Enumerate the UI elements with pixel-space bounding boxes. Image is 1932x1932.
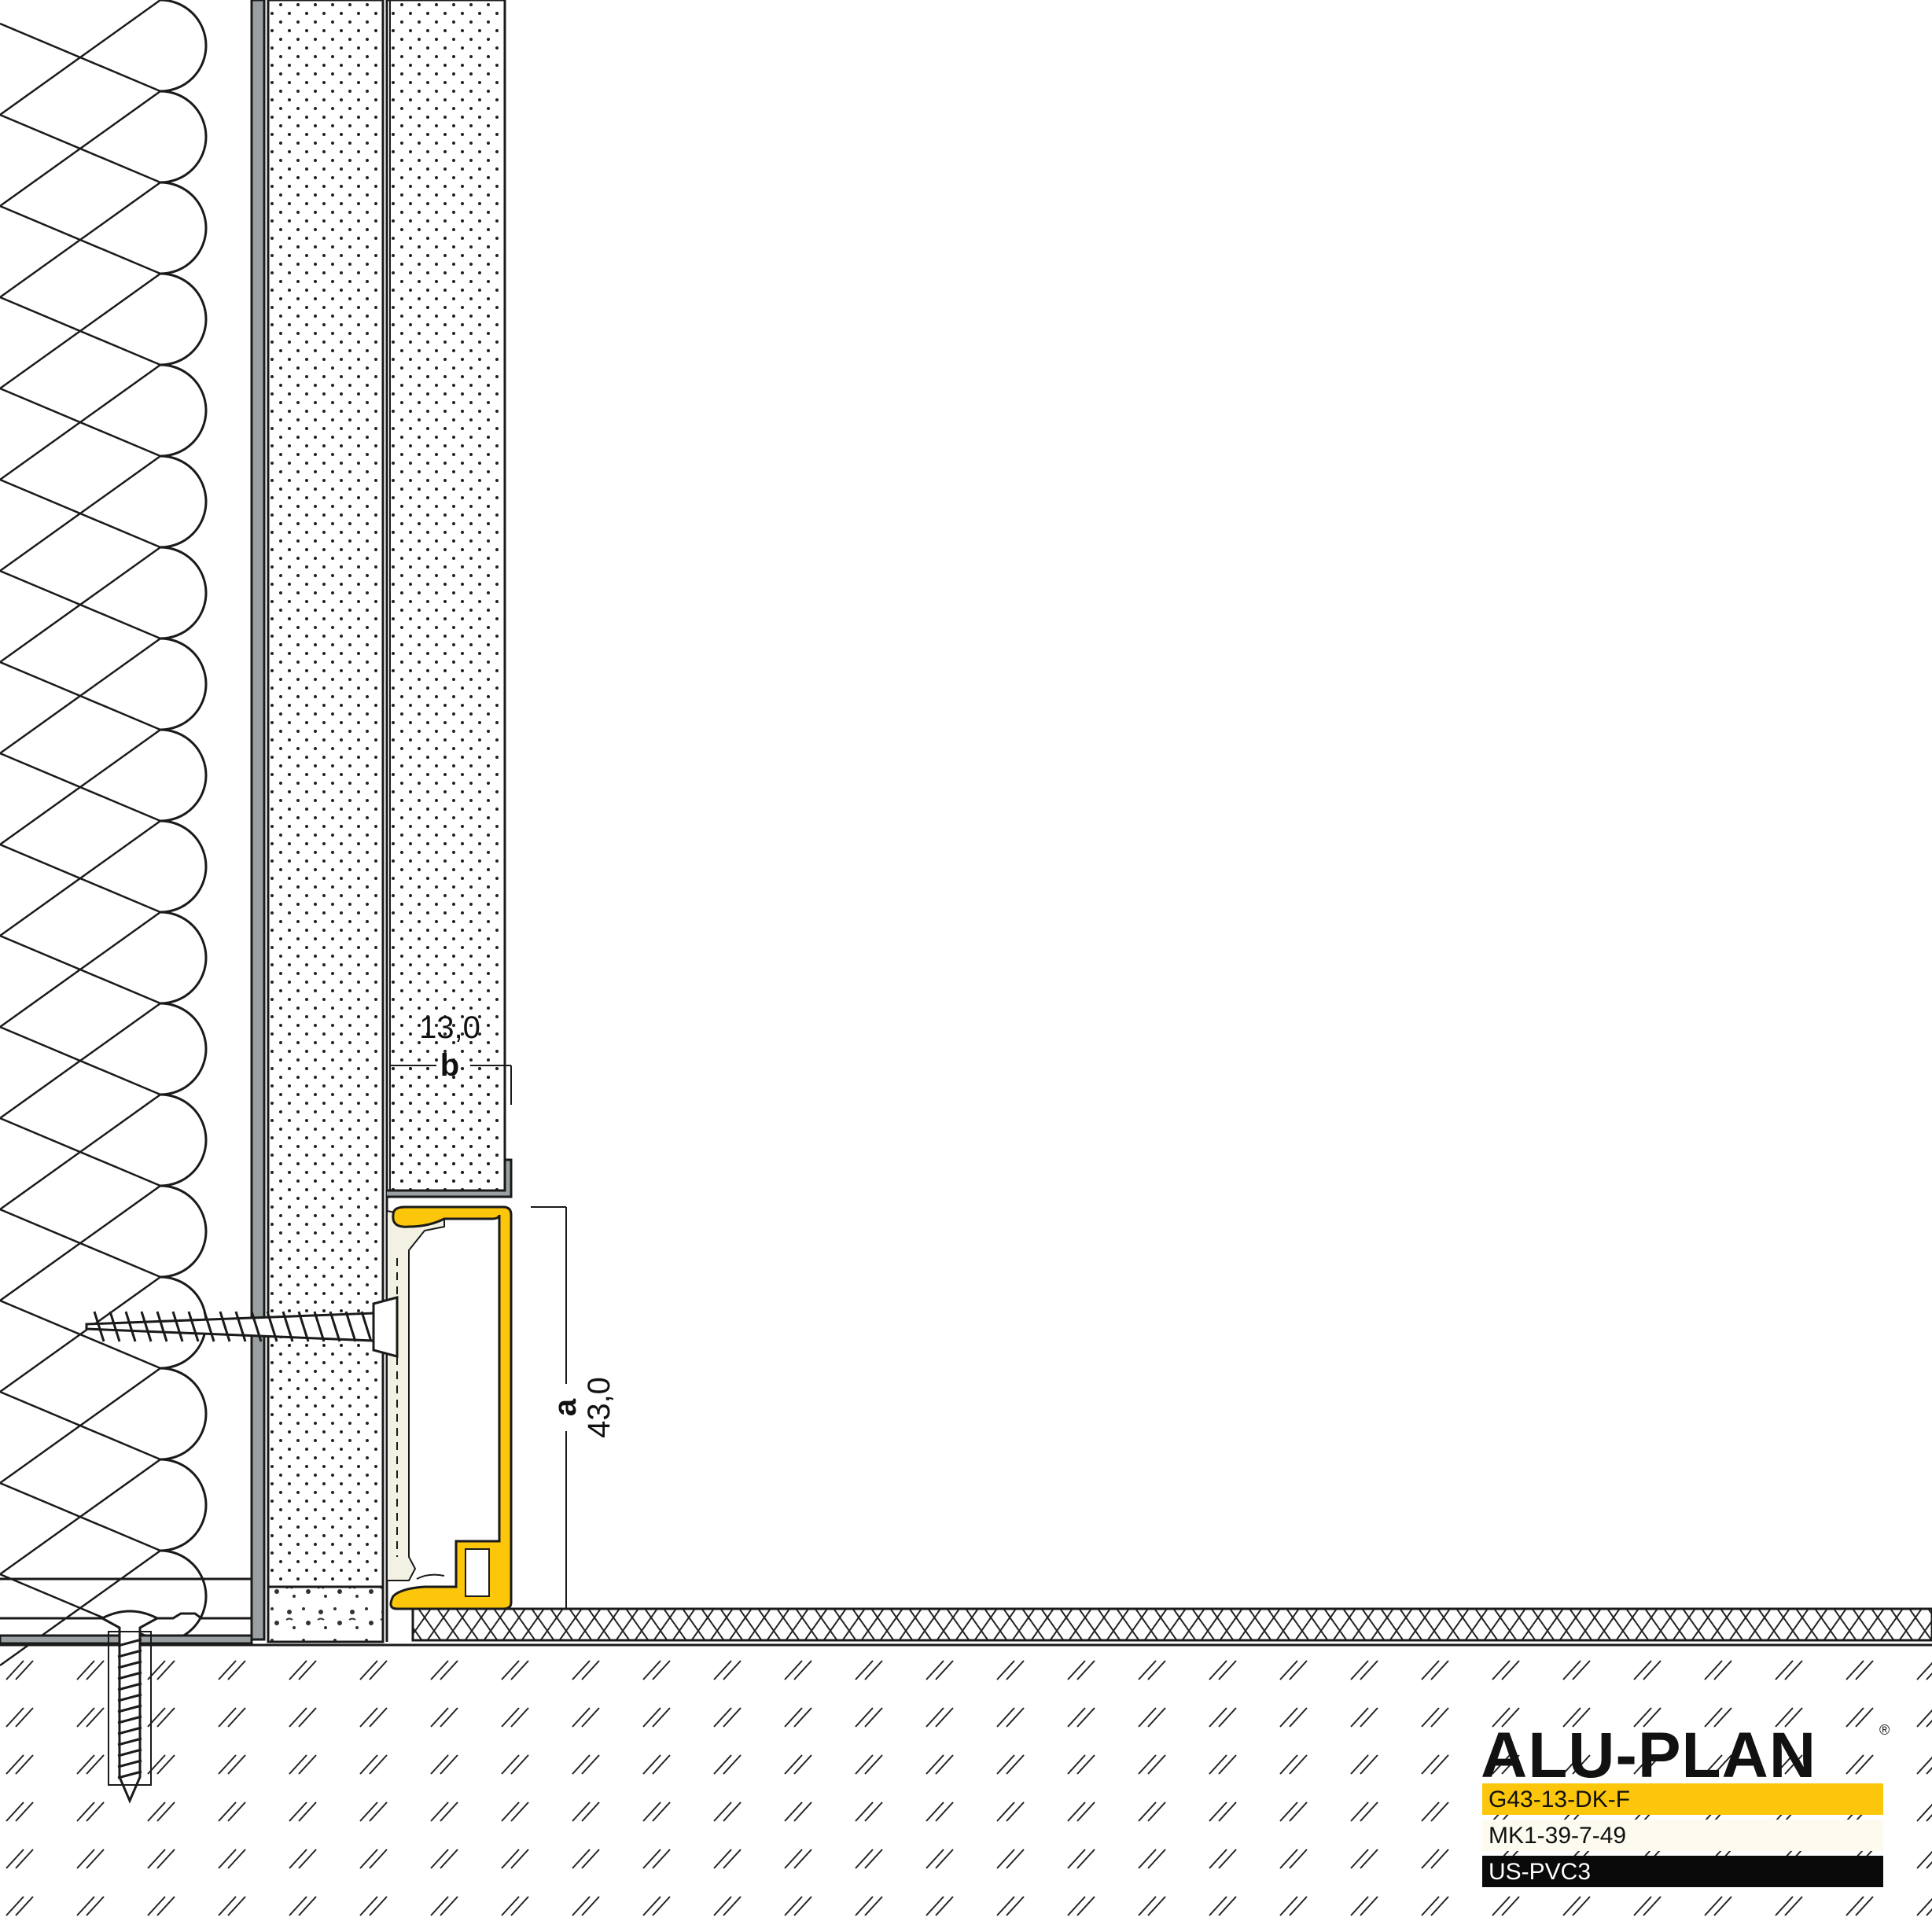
insulation-loop [160,819,208,914]
mineral-wool-insulation [0,0,252,1667]
insulation-line [0,1002,161,1120]
insulation-line [0,90,161,208]
brand-logo: ALU-PLAN ® [1481,1720,1890,1791]
anchor-rib [117,1704,142,1713]
anchor-rib [117,1715,142,1724]
product-code-label: MK1-39-7-49 [1489,1823,1626,1849]
insulation-loop [160,181,208,275]
product-code-label: G43-13-DK-F [1489,1787,1630,1812]
anchor-rib [117,1770,142,1779]
insulation-line [0,1549,161,1667]
floor-anchor-dowel [99,1610,160,1804]
insulation-line [0,1458,161,1576]
floor-covering [411,1607,1932,1642]
screw-thread [313,1311,326,1342]
insulation-loop [160,546,208,640]
anchor-rib [117,1671,142,1680]
screw-thread [156,1311,168,1342]
insulation-line [0,1275,161,1393]
insulation-line [0,181,161,299]
insulation-line [0,1367,161,1485]
registered-mark: ® [1879,1722,1890,1738]
product-code-bar [1482,1856,1883,1887]
insulation-line [0,1093,161,1211]
product-code-label: US-PVC3 [1489,1859,1591,1885]
insulation-line [0,911,161,1029]
dimension-b: 13,0 b [390,1010,512,1105]
anchor-rib [117,1759,142,1768]
screw-thread [250,1311,263,1342]
product-code-bar [1482,1820,1883,1851]
insulation-line [0,454,161,572]
insulation-loop [160,363,208,458]
insulation-line [0,363,161,481]
insulation-line [0,819,161,937]
anchor-rib [117,1693,142,1702]
insulation-line [0,546,161,664]
insulation-loop [160,911,208,1005]
anchor-rib [117,1726,142,1735]
screw-thread [219,1311,231,1342]
plasterboard-outer [385,0,513,1642]
screw-thread [93,1311,105,1342]
insulation-loop [160,637,208,731]
dimension-b-letter: b [440,1048,459,1083]
dimension-a: a 43,0 [531,1206,616,1610]
anchor-rib [117,1638,142,1647]
screw-thread [203,1311,215,1342]
dimension-a-value: 43,0 [582,1377,616,1438]
insulation-line [0,0,161,116]
anchor-rib [117,1660,142,1669]
screw-thread [140,1311,153,1342]
product-code-bar [1482,1783,1883,1815]
screw-thread [329,1311,341,1342]
screw-thread [266,1311,278,1342]
insulation-loop [160,0,208,93]
screw-thread [234,1311,247,1342]
screw-thread [282,1311,294,1342]
dimension-a-letter: a [548,1398,583,1416]
screw-thread [109,1311,121,1342]
brand-name: ALU-PLAN [1481,1720,1816,1791]
wood-screw [85,1296,399,1358]
screw-thread [297,1311,310,1342]
insulation-loop [160,1002,208,1096]
insulation-loop [160,728,208,822]
insulation-line [0,637,161,755]
anchor-rib [117,1682,142,1691]
screw-thread [360,1311,373,1342]
anchor-rib [117,1737,142,1746]
insulation-loop [160,454,208,549]
plasterboard-inner [267,0,385,1643]
insulation-line [0,1184,161,1302]
insulation-loop [160,1367,208,1461]
insulation-line [0,272,161,390]
fixing-clip [386,1209,445,1581]
insulation-loop [160,1458,208,1552]
insulation-loop [160,1093,208,1187]
anchor-rib [117,1748,142,1757]
dimension-b-value: 13,0 [419,1010,480,1045]
insulation-loop [160,272,208,366]
screw-thread [187,1311,200,1342]
screw-thread [344,1311,357,1342]
screw-thread [171,1311,184,1342]
insulation-loop [160,90,208,184]
aluminium-skirting-profile [389,1205,513,1610]
screw-thread [124,1311,137,1342]
insulation-line [0,728,161,846]
insulation-loop [160,1184,208,1279]
anchor-rib [117,1649,142,1658]
